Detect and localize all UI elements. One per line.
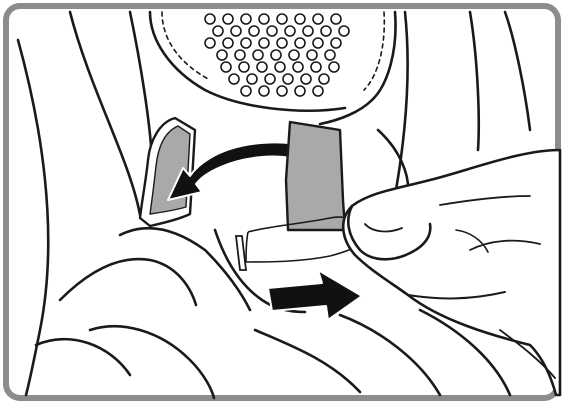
mesh-hole	[285, 26, 295, 36]
mesh-hole	[249, 26, 259, 36]
mesh-hole	[241, 38, 251, 48]
mesh-hole	[289, 50, 299, 60]
mesh-hole	[259, 86, 269, 96]
mesh-hole	[257, 62, 267, 72]
mesh-hole	[235, 50, 245, 60]
mesh-hole	[259, 14, 269, 24]
mesh-hole	[293, 62, 303, 72]
mesh-hole	[311, 62, 321, 72]
mesh-hole	[241, 86, 251, 96]
mesh-hole	[217, 50, 227, 60]
mesh-hole	[271, 50, 281, 60]
mesh-hole	[265, 74, 275, 84]
mesh-hole	[313, 14, 323, 24]
mesh-hole	[277, 38, 287, 48]
mesh-hole	[223, 38, 233, 48]
mesh-hole	[319, 74, 329, 84]
mesh-hole	[247, 74, 257, 84]
mesh-hole	[277, 14, 287, 24]
mesh-hole	[239, 62, 249, 72]
mesh-hole	[313, 38, 323, 48]
mesh-hole	[205, 38, 215, 48]
mesh-hole	[275, 62, 285, 72]
mesh-hole	[295, 14, 305, 24]
mesh-hole	[331, 14, 341, 24]
mesh-hole	[223, 14, 233, 24]
mesh-hole	[295, 38, 305, 48]
mesh-hole	[321, 26, 331, 36]
mesh-hole	[205, 14, 215, 24]
mesh-hole	[339, 26, 349, 36]
adhesive-strip-icon	[286, 122, 345, 230]
mesh-hole	[301, 74, 311, 84]
mesh-hole	[303, 26, 313, 36]
mesh-hole	[331, 38, 341, 48]
mesh-hole	[231, 26, 241, 36]
mesh-hole	[313, 86, 323, 96]
mesh-hole	[307, 50, 317, 60]
mesh-hole	[295, 86, 305, 96]
mesh-hole	[229, 74, 239, 84]
mesh-hole	[325, 50, 335, 60]
mesh-hole	[213, 26, 223, 36]
mesh-hole	[329, 62, 339, 72]
mesh-hole	[283, 74, 293, 84]
mesh-hole	[259, 38, 269, 48]
mesh-hole	[253, 50, 263, 60]
mesh-hole	[277, 86, 287, 96]
mesh-hole	[221, 62, 231, 72]
mesh-hole	[241, 14, 251, 24]
mesh-hole	[267, 26, 277, 36]
